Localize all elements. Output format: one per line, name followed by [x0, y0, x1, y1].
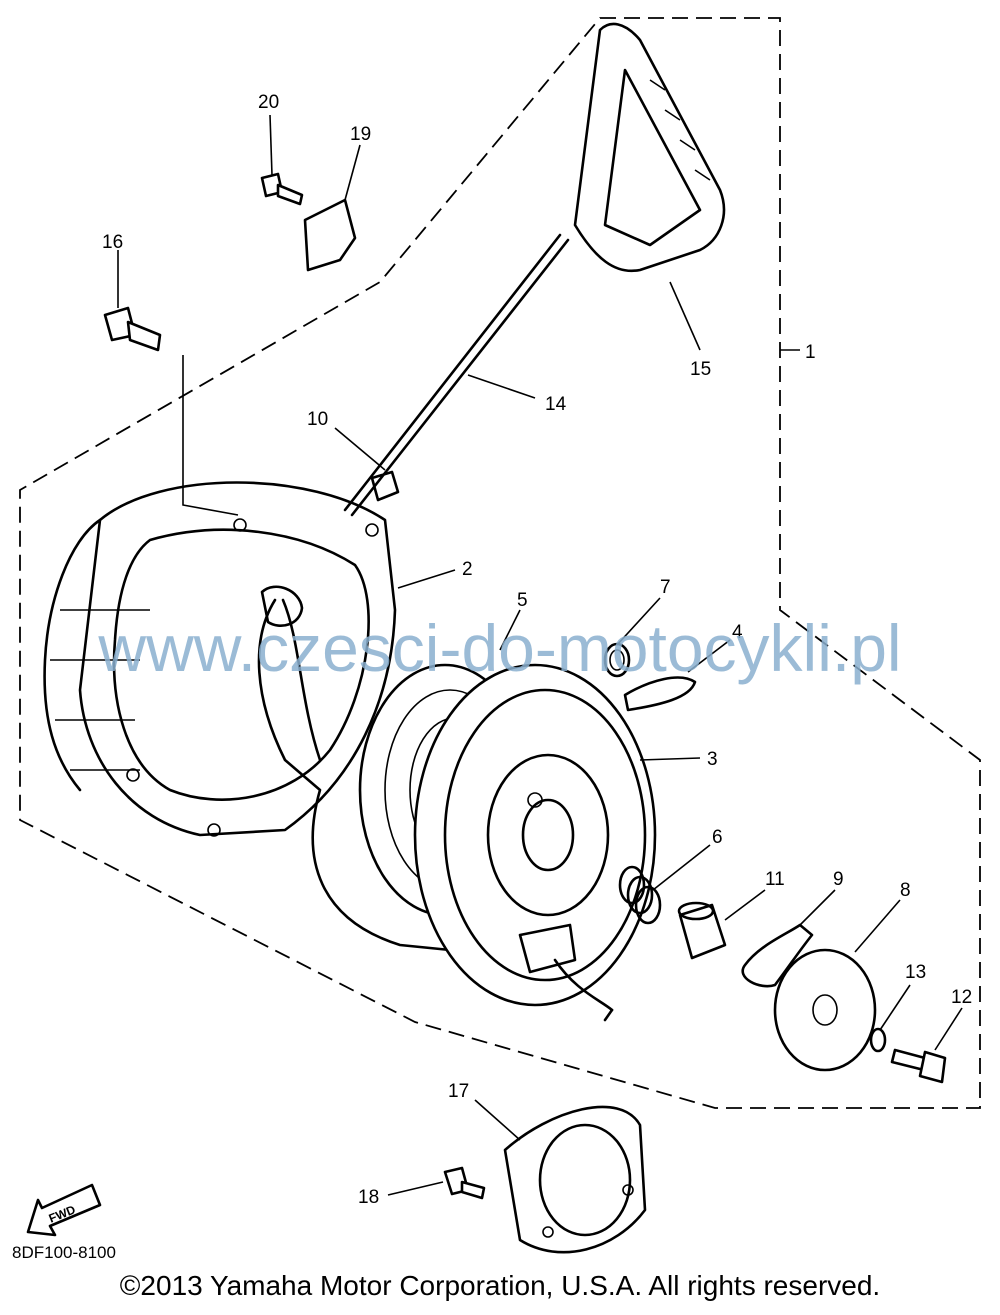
callout-8: 8 [900, 880, 911, 901]
screw-18 [443, 1166, 486, 1200]
handle-rope [343, 233, 562, 512]
diagram-code: 8DF100-8100 [12, 1243, 116, 1262]
callout-13: 13 [905, 962, 926, 983]
drive-plate [741, 923, 814, 988]
assembly-boundary [19, 17, 981, 1109]
compression-spring [618, 865, 662, 925]
collar [677, 901, 727, 960]
sheave-drum [413, 663, 657, 1022]
bracket [303, 198, 357, 272]
callout-18: 18 [358, 1187, 379, 1208]
bolt-20 [260, 172, 304, 206]
callout-4: 4 [732, 622, 743, 643]
drive-pawl [623, 676, 697, 712]
watermark: www.czesci-do-motocykli.pl [98, 611, 902, 685]
callout-3: 3 [707, 749, 718, 770]
cover [503, 1105, 647, 1254]
copyright-notice: ©2013 Yamaha Motor Corporation, U.S.A. A… [119, 1270, 881, 1301]
callout-16: 16 [102, 232, 123, 253]
callout-9: 9 [833, 869, 844, 890]
friction-plate [773, 948, 877, 1072]
bolt-12 [890, 1048, 947, 1084]
fwd-arrow: FWD [26, 1183, 102, 1237]
callout-17: 17 [448, 1081, 469, 1102]
callout-10: 10 [307, 409, 328, 430]
callout-5: 5 [517, 590, 528, 611]
callout-15: 15 [690, 359, 711, 380]
callout-1: 1 [805, 342, 816, 363]
callout-20: 20 [258, 92, 279, 113]
starter-rope [257, 598, 452, 952]
bolt-16 [103, 306, 162, 352]
callout-12: 12 [951, 987, 972, 1008]
starter-handle [573, 22, 726, 273]
callout-11: 11 [765, 869, 785, 890]
callout-2: 2 [462, 559, 473, 580]
callout-19: 19 [350, 124, 371, 145]
washer [869, 1027, 887, 1053]
callout-6: 6 [712, 827, 723, 848]
callout-14: 14 [545, 394, 567, 415]
callout-7: 7 [660, 577, 671, 598]
